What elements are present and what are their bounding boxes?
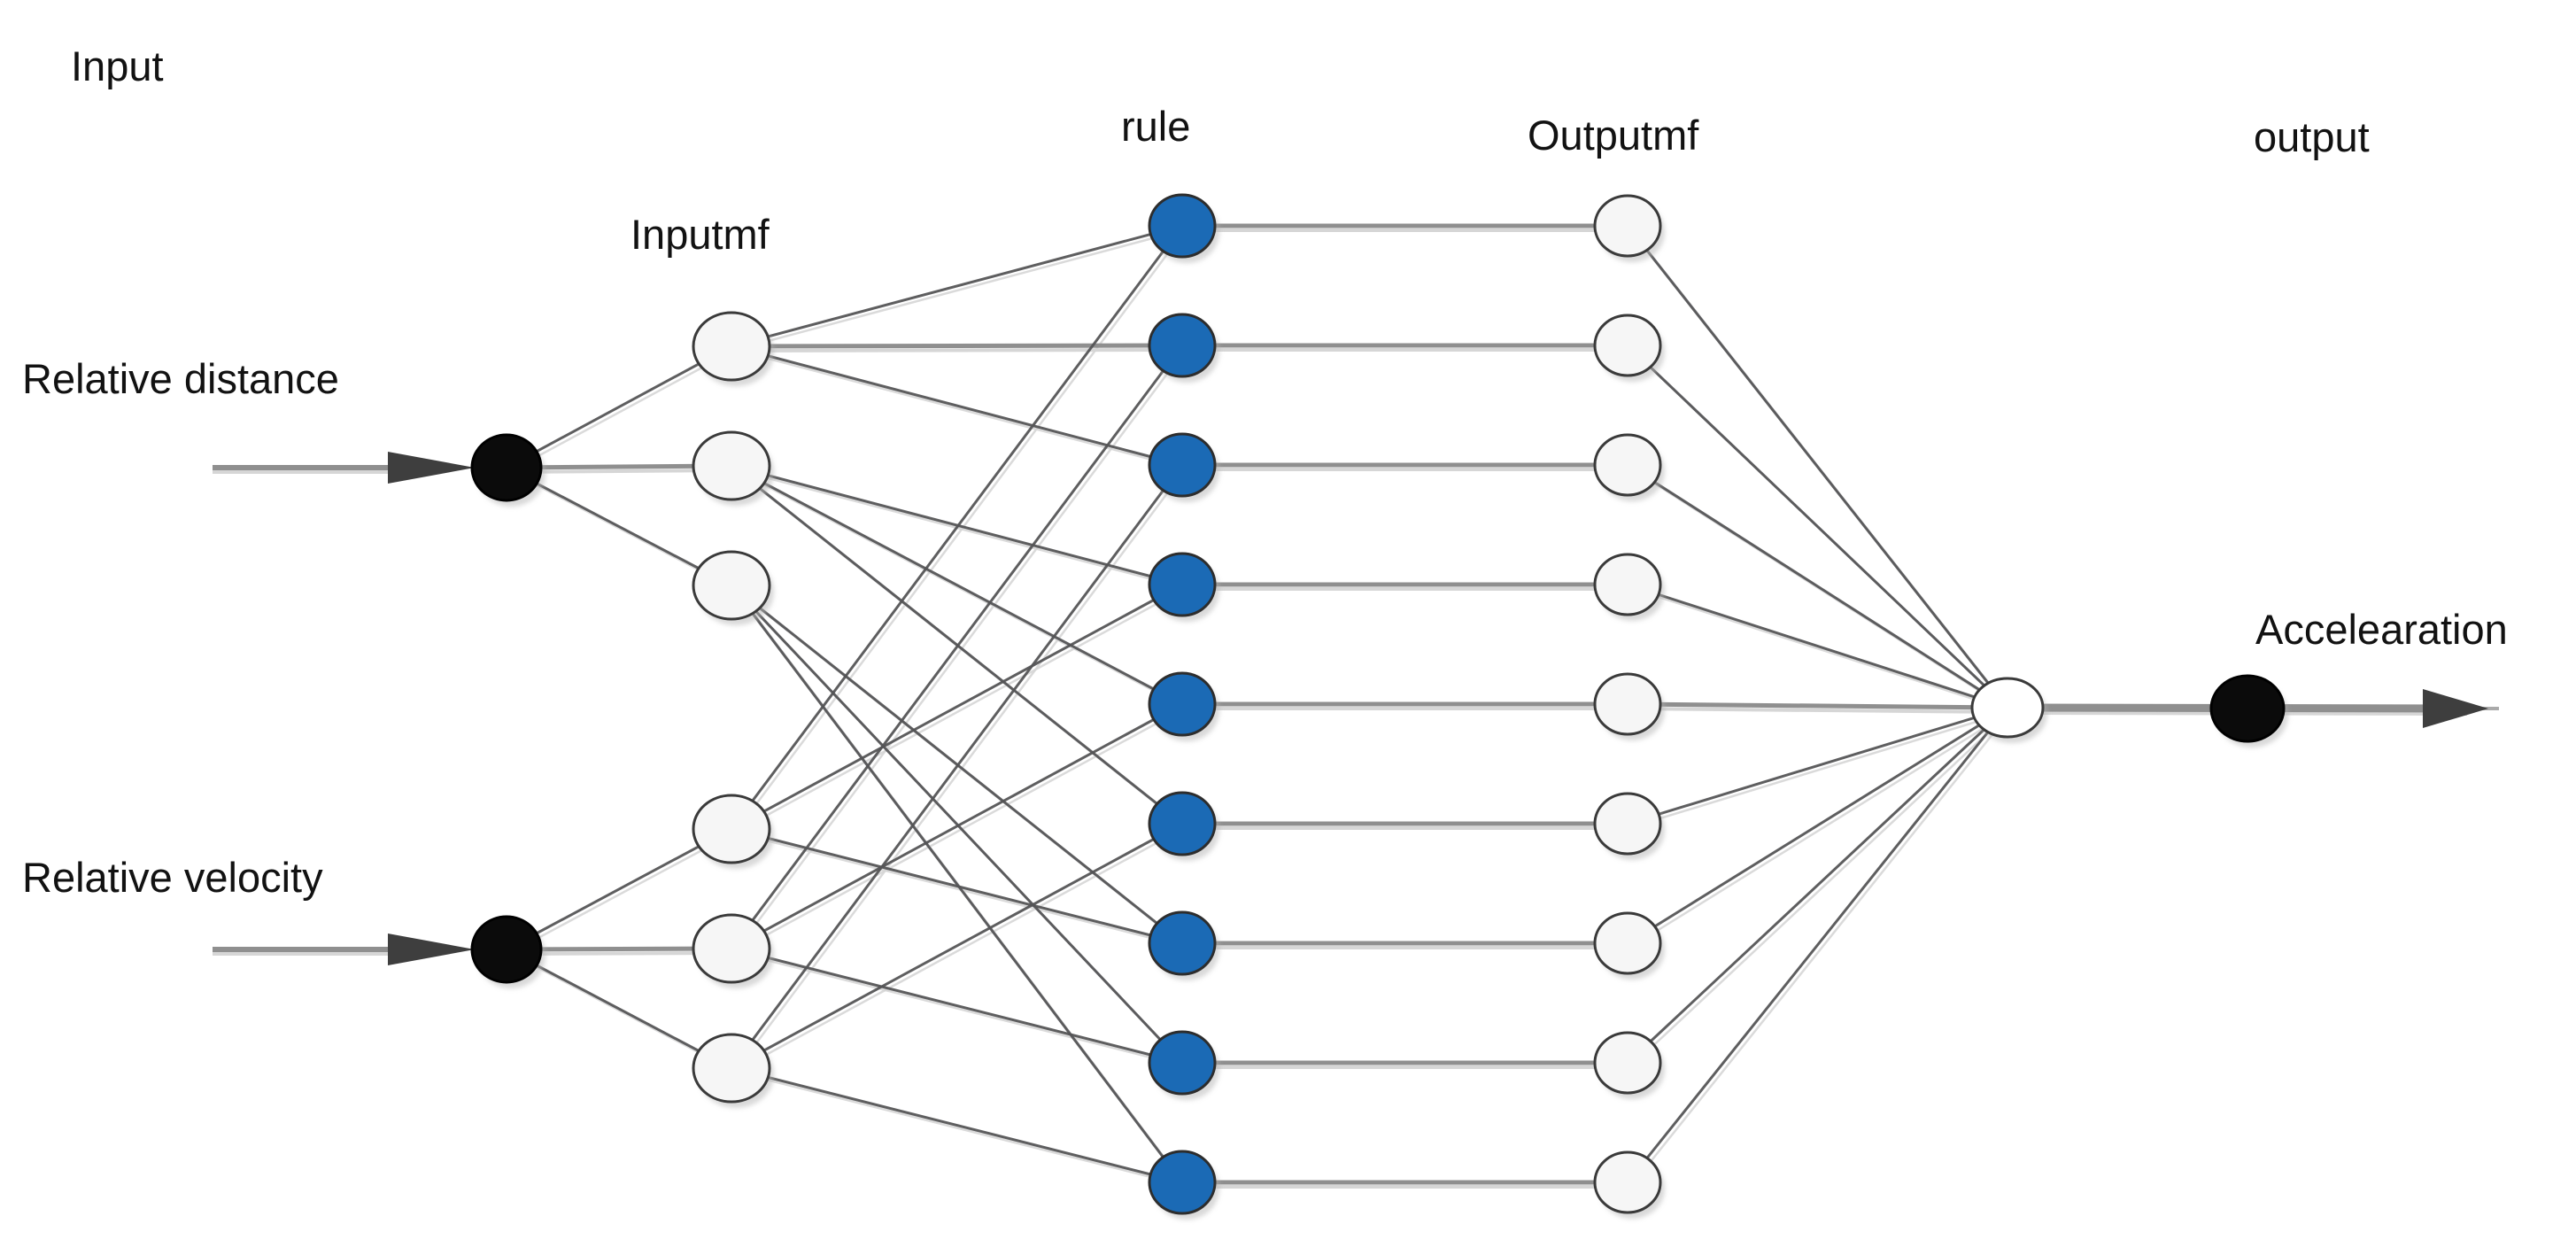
edge-inputmf5-rule2	[730, 345, 1184, 949]
edge-outputmf9-aggregate-shadow	[1630, 710, 2012, 1187]
edge-inputmf1-rule1-shadow	[734, 228, 1187, 352]
rule-node-9	[1148, 1150, 1217, 1215]
edge-outputmf7-aggregate-shadow	[1630, 709, 2012, 949]
edge-input2-inputmf6	[506, 948, 732, 1070]
input-label-relative-distance: Relative distance	[22, 355, 339, 402]
edge-inputmf3-rule8	[730, 584, 1184, 1065]
input-arrow-1-icon	[388, 452, 475, 484]
rule-node-3	[1148, 432, 1217, 498]
outputmf-node-9	[1593, 1150, 1662, 1214]
edge-inputmf6-rule6-shadow	[734, 825, 1187, 1073]
output-node	[2209, 674, 2286, 743]
inputmf-node-4	[692, 794, 771, 864]
layer-label-rule: rule	[1121, 103, 1191, 150]
edge-outputmf4-aggregate-shadow	[1630, 586, 2012, 713]
layer-label-output: output	[2254, 113, 2370, 160]
input-arrow-2-icon	[388, 934, 475, 965]
inputmf-node-1	[692, 311, 771, 382]
input-node-relative-distance	[470, 433, 543, 502]
edge-inputmf5-rule8	[731, 947, 1183, 1065]
edge-outputmf7-aggregate	[1627, 706, 2008, 945]
edge-inputmf5-rule5	[731, 702, 1183, 950]
edge-outputmf8-aggregate-shadow	[1630, 710, 2012, 1067]
input-label-relative-velocity: Relative velocity	[22, 854, 323, 901]
edge-inputmf6-rule6	[731, 822, 1183, 1070]
edge-inputmf4-rule1-shadow	[733, 229, 1187, 833]
edge-outputmf4-aggregate	[1627, 583, 2008, 709]
rule-node-7	[1148, 910, 1217, 976]
outputmf-node-6	[1593, 792, 1662, 856]
edge-input1-inputmf1-shadow	[509, 348, 736, 473]
edge-inputmf2-rule4-shadow	[734, 468, 1187, 590]
edge-outputmf6-aggregate	[1627, 706, 2008, 825]
edge-inputmf1-rule2	[731, 343, 1183, 349]
outputmf-node-3	[1593, 433, 1662, 497]
aggregate-node	[1970, 677, 2045, 739]
edge-input2-inputmf4	[506, 827, 732, 951]
outputmf-node-2	[1593, 314, 1662, 377]
edge-inputmf4-rule1	[730, 225, 1184, 830]
inputmf-node-2	[692, 430, 771, 501]
outputmf-node-4	[1593, 553, 1662, 616]
input-node-relative-velocity	[470, 915, 543, 984]
layer-label-input: Input	[71, 43, 164, 89]
rule-node-2	[1148, 313, 1217, 378]
outputmf-node-5	[1593, 672, 1662, 736]
edge-inputmf4-rule7	[731, 827, 1183, 945]
inputmf-node-3	[692, 550, 771, 621]
edge-input1-inputmf1	[506, 345, 732, 469]
edge-inputmf2-rule5-shadow	[734, 468, 1187, 709]
layer-label-outputmf: Outputmf	[1528, 112, 1699, 159]
rule-node-6	[1148, 791, 1217, 856]
edge-outputmf9-aggregate	[1626, 707, 2009, 1183]
output-arrow-icon	[2423, 689, 2488, 728]
edge-inputmf6-rule9	[731, 1066, 1183, 1184]
outputmf-node-1	[1593, 194, 1662, 258]
edge-outputmf1-aggregate	[1626, 225, 2009, 709]
edge-inputmf4-rule4-shadow	[734, 586, 1187, 834]
layer-label-inputmf: Inputmf	[630, 211, 770, 258]
rule-node-8	[1148, 1030, 1217, 1096]
edge-outputmf3-aggregate	[1627, 463, 2008, 709]
rule-node-5	[1148, 671, 1217, 737]
edge-inputmf5-rule8-shadow	[734, 950, 1187, 1068]
edge-outputmf8-aggregate	[1626, 706, 2009, 1065]
inputmf-node-6	[692, 1033, 771, 1104]
rule-node-1	[1148, 193, 1217, 259]
edge-inputmf6-rule3-shadow	[733, 468, 1187, 1073]
output-label-acceleration: Accelearation	[2255, 606, 2508, 653]
edge-inputmf5-rule2-shadow	[733, 348, 1187, 953]
edge-input1-inputmf3	[506, 466, 732, 587]
outputmf-node-8	[1593, 1031, 1662, 1095]
edge-outputmf2-aggregate	[1626, 344, 2009, 709]
rule-node-4	[1148, 552, 1217, 617]
edge-inputmf3-rule9	[730, 585, 1184, 1183]
edge-input2-inputmf4-shadow	[509, 831, 736, 955]
edge-inputmf6-rule3	[730, 464, 1184, 1069]
edge-inputmf4-rule4	[731, 583, 1183, 831]
edge-inputmf1-rule3-shadow	[734, 348, 1187, 470]
edge-inputmf6-rule9-shadow	[734, 1070, 1187, 1188]
inputmf-node-5	[692, 913, 771, 984]
edge-outputmf5-aggregate-shadow	[1627, 707, 2008, 714]
edge-inputmf1-rule1	[731, 224, 1183, 348]
edge-outputmf6-aggregate-shadow	[1630, 709, 2012, 829]
edge-inputmf5-rule5-shadow	[734, 706, 1187, 954]
edge-inputmf1-rule3	[731, 345, 1183, 467]
outputmf-node-7	[1593, 911, 1662, 975]
edge-outputmf5-aggregate	[1627, 701, 2008, 710]
edge-inputmf2-rule5	[731, 464, 1183, 706]
edge-inputmf1-rule2-shadow	[731, 348, 1183, 352]
